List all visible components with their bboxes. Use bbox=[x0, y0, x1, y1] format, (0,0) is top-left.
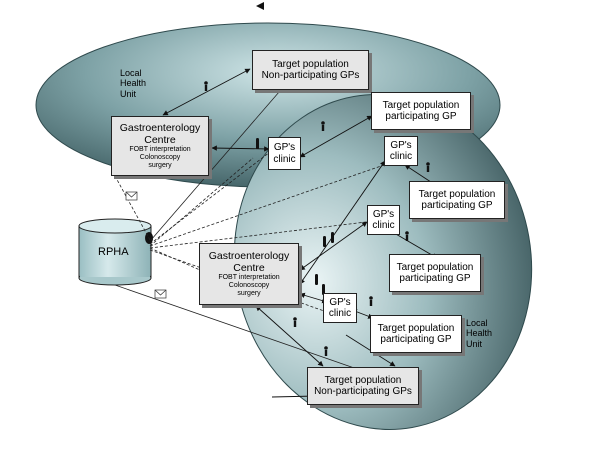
person-icon bbox=[321, 121, 325, 131]
gp-clinic-label: GP's clinic bbox=[372, 208, 395, 232]
person-icon bbox=[324, 346, 328, 356]
sample-tube-icons bbox=[256, 138, 334, 295]
link-rpha-gastro-1 bbox=[114, 175, 151, 241]
gp-clinic-box-3: GP's clinic bbox=[367, 205, 400, 235]
arrow-gastro2-clinic2 bbox=[299, 160, 386, 285]
sample-tube-icon bbox=[322, 284, 325, 295]
arrow-gastro1-nonparticipating bbox=[162, 68, 251, 116]
person-icons bbox=[204, 81, 430, 356]
gp-clinic-label: GP's clinic bbox=[273, 142, 296, 165]
arrow-clinic1-participating1 bbox=[299, 115, 373, 158]
service-label: FOBT interpretation bbox=[218, 273, 280, 281]
participating-gp-box-3: Target population participating GP bbox=[389, 254, 481, 292]
link-rpha-clinic-1b bbox=[149, 157, 254, 247]
sample-tube-icon bbox=[331, 232, 334, 243]
person-icon bbox=[293, 317, 297, 327]
gp-clinic-box-1: GP's clinic bbox=[268, 137, 301, 170]
gastroenterology-centre-top: Gastroenterology Centre FOBT interpretat… bbox=[111, 116, 209, 176]
link-rpha-gastro-2 bbox=[149, 247, 201, 271]
gp-clinic-label: GP's clinic bbox=[389, 139, 413, 163]
non-participating-gps-bottom-label: Target population Non-participating GPs bbox=[314, 374, 412, 398]
envelope-icon bbox=[125, 191, 138, 201]
gp-clinic-label: GP's clinic bbox=[328, 296, 352, 320]
sample-tube-icon bbox=[315, 274, 318, 285]
participating-gp-box-4: Target population participating GP bbox=[370, 315, 462, 353]
service-label: Colonoscopy bbox=[139, 154, 181, 162]
gastroenterology-centre-top-title: Gastroenterology Centre bbox=[119, 121, 201, 146]
gastroenterology-centre-bottom: Gastroenterology Centre FOBT interpretat… bbox=[199, 243, 299, 305]
service-label: surgery bbox=[237, 290, 261, 298]
rpha-label: RPHA bbox=[98, 246, 129, 258]
non-participating-gps-top-label: Target population Non-participating GPs bbox=[261, 58, 360, 82]
service-label: FOBT interpretation bbox=[129, 145, 191, 153]
participating-gp-label: Target population participating GP bbox=[418, 188, 496, 212]
participating-gp-label: Target population participating GP bbox=[377, 322, 455, 346]
arrow-gastro1-clinic1 bbox=[211, 145, 270, 152]
envelope-icon bbox=[154, 289, 167, 299]
non-participating-gps-top: Target population Non-participating GPs bbox=[252, 50, 369, 90]
participating-gp-box-2: Target population participating GP bbox=[409, 181, 505, 219]
gp-clinic-box-4: GP's clinic bbox=[323, 293, 357, 323]
gastroenterology-centre-bottom-title: Gastroenterology Centre bbox=[208, 249, 290, 274]
gp-clinic-box-2: GP's clinic bbox=[384, 136, 418, 166]
sample-tube-icon bbox=[323, 236, 326, 247]
person-icon bbox=[405, 231, 409, 241]
arrow-gastro2-nonparticipating bbox=[255, 305, 324, 367]
participating-gp-label: Target population participating GP bbox=[396, 261, 474, 285]
local-health-unit-label-top: Local Health Unit bbox=[120, 68, 147, 99]
arrow-gastro2-clinic4 bbox=[299, 292, 328, 304]
person-icon bbox=[204, 81, 208, 91]
rpha-database bbox=[78, 218, 152, 286]
boundary-arrow-head bbox=[256, 2, 264, 10]
service-label: surgery bbox=[148, 162, 172, 170]
sample-tube-icon bbox=[256, 138, 259, 149]
service-label: Colonoscopy bbox=[228, 282, 270, 290]
person-icon bbox=[369, 296, 373, 306]
local-health-unit-label-bottom: Local Health Unit bbox=[466, 318, 493, 349]
person-icon bbox=[426, 162, 430, 172]
participating-gp-box-1: Target population participating GP bbox=[371, 92, 471, 130]
participating-gp-label: Target population participating GP bbox=[382, 99, 460, 123]
non-participating-gps-bottom: Target population Non-participating GPs bbox=[307, 367, 419, 405]
